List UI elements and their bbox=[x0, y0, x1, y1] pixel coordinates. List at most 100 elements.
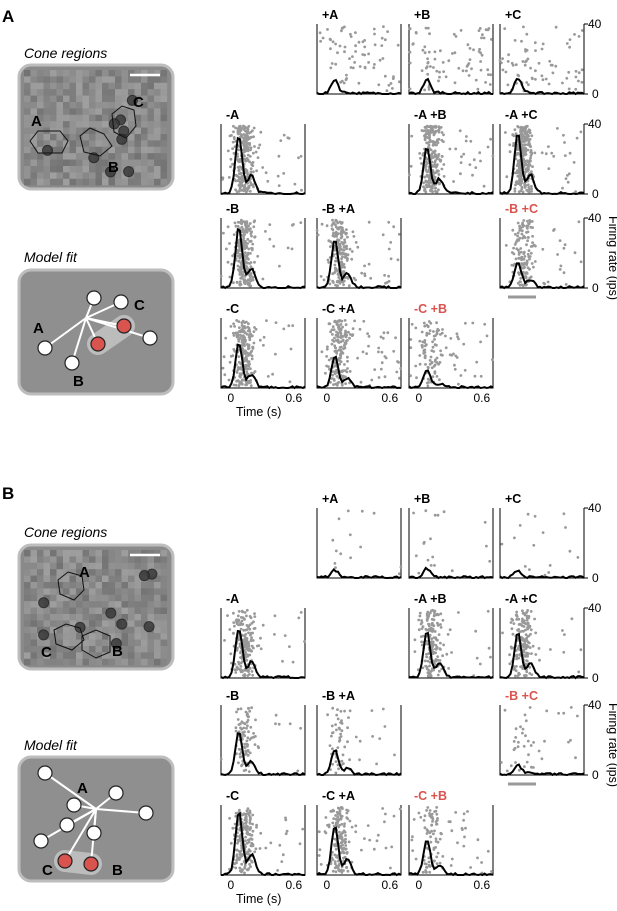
spike-dot bbox=[354, 735, 358, 739]
spike-dot bbox=[418, 152, 422, 155]
spike-dot bbox=[521, 266, 525, 270]
mosaic-tile bbox=[115, 652, 122, 659]
spike-dot bbox=[516, 145, 519, 149]
spike-dot bbox=[429, 564, 433, 567]
spike-dot bbox=[250, 670, 254, 673]
spike-dot bbox=[378, 737, 382, 740]
spike-dot bbox=[248, 862, 252, 866]
mosaic-tile bbox=[50, 556, 57, 563]
spike-dot bbox=[519, 623, 523, 627]
model-label-A: A bbox=[33, 320, 44, 337]
spike-dot bbox=[526, 131, 529, 134]
spike-dot bbox=[490, 38, 493, 41]
spike-dot bbox=[436, 840, 440, 844]
spike-dot bbox=[413, 650, 417, 653]
mosaic-tile bbox=[50, 626, 57, 634]
mosaic-tile bbox=[141, 646, 148, 653]
mosaic-tile bbox=[63, 646, 70, 653]
spike-dot bbox=[549, 648, 552, 651]
cone-dot bbox=[116, 618, 128, 630]
mosaic-tile bbox=[43, 82, 51, 90]
mosaic-tile bbox=[160, 556, 168, 563]
mosaic-tile bbox=[108, 146, 116, 154]
mosaic-tile bbox=[141, 146, 148, 154]
spike-dot bbox=[431, 345, 435, 349]
condition-label: -A +C bbox=[505, 108, 538, 122]
mosaic-tile bbox=[63, 569, 70, 576]
spike-dot bbox=[524, 168, 528, 172]
spike-dot bbox=[324, 816, 328, 819]
mosaic-tile bbox=[50, 639, 57, 647]
region-outline bbox=[29, 130, 69, 154]
mosaic-tile bbox=[95, 89, 103, 96]
mosaic-tile bbox=[115, 550, 122, 557]
mosaic-tile bbox=[160, 134, 168, 141]
spike-dot bbox=[319, 275, 323, 278]
spike-dot bbox=[408, 61, 412, 65]
region-label-B: B bbox=[112, 643, 123, 660]
spike-dot bbox=[521, 190, 525, 194]
spike-dot bbox=[428, 611, 432, 615]
spike-dot bbox=[363, 45, 367, 49]
spike-dot bbox=[246, 736, 250, 740]
mosaic-tile bbox=[30, 146, 38, 154]
mosaic-tile bbox=[89, 166, 96, 173]
mosaic-tile bbox=[141, 108, 148, 115]
spike-dot bbox=[372, 511, 376, 515]
x-tick-label: 0 bbox=[416, 391, 423, 405]
mosaic-tile bbox=[89, 140, 96, 147]
spike-dot bbox=[436, 817, 439, 820]
mosaic-tile bbox=[24, 601, 31, 608]
spike-dot bbox=[472, 48, 475, 52]
subunit-link bbox=[71, 317, 87, 364]
spike-dot bbox=[427, 50, 431, 54]
spike-dot bbox=[414, 31, 418, 34]
spike-dot bbox=[273, 614, 277, 618]
spike-dot bbox=[384, 812, 387, 816]
mosaic-tile bbox=[76, 114, 83, 122]
mosaic-tile bbox=[147, 127, 155, 135]
spike-dot bbox=[559, 264, 563, 268]
spike-dot bbox=[460, 155, 463, 159]
mosaic-tile bbox=[154, 178, 161, 186]
spike-dot bbox=[249, 230, 253, 234]
y-tick-label: 40 bbox=[588, 211, 602, 225]
spike-dot bbox=[245, 726, 248, 730]
mosaic-tile bbox=[89, 639, 96, 647]
spike-dot bbox=[521, 617, 524, 621]
spike-dot bbox=[575, 136, 579, 140]
spike-dot bbox=[422, 181, 425, 185]
mosaic-tile bbox=[69, 550, 77, 557]
mosaic-tile bbox=[102, 639, 109, 647]
mosaic-tile bbox=[147, 550, 155, 557]
mosaic-tile bbox=[141, 134, 148, 141]
spike-dot bbox=[332, 817, 336, 820]
spike-dot bbox=[498, 59, 502, 62]
spike-dot bbox=[247, 811, 250, 815]
spike-dot bbox=[547, 571, 551, 574]
mosaic-tile bbox=[30, 556, 38, 563]
mosaic-tile bbox=[134, 582, 142, 589]
mosaic-tile bbox=[50, 108, 57, 115]
spike-dot bbox=[437, 125, 441, 128]
mosaic-tile bbox=[89, 633, 96, 640]
spike-dot bbox=[435, 862, 439, 865]
spike-dot bbox=[346, 817, 350, 821]
mosaic-tile bbox=[141, 172, 148, 179]
spike-dot bbox=[521, 140, 525, 143]
spike-dot bbox=[243, 344, 246, 348]
mosaic-tile bbox=[102, 159, 109, 167]
spike-dot bbox=[366, 332, 369, 335]
mosaic-tile bbox=[43, 620, 51, 627]
mosaic-tile bbox=[82, 108, 90, 115]
mosaic-tile bbox=[102, 594, 109, 602]
spike-dot bbox=[507, 53, 510, 57]
mosaic-tile bbox=[141, 620, 148, 627]
spike-dot bbox=[239, 171, 243, 175]
spike-dot bbox=[238, 668, 242, 672]
mosaic-tile bbox=[24, 646, 31, 653]
spike-dot bbox=[563, 243, 567, 247]
mosaic-tile bbox=[134, 159, 142, 167]
spike-dot bbox=[242, 154, 246, 158]
